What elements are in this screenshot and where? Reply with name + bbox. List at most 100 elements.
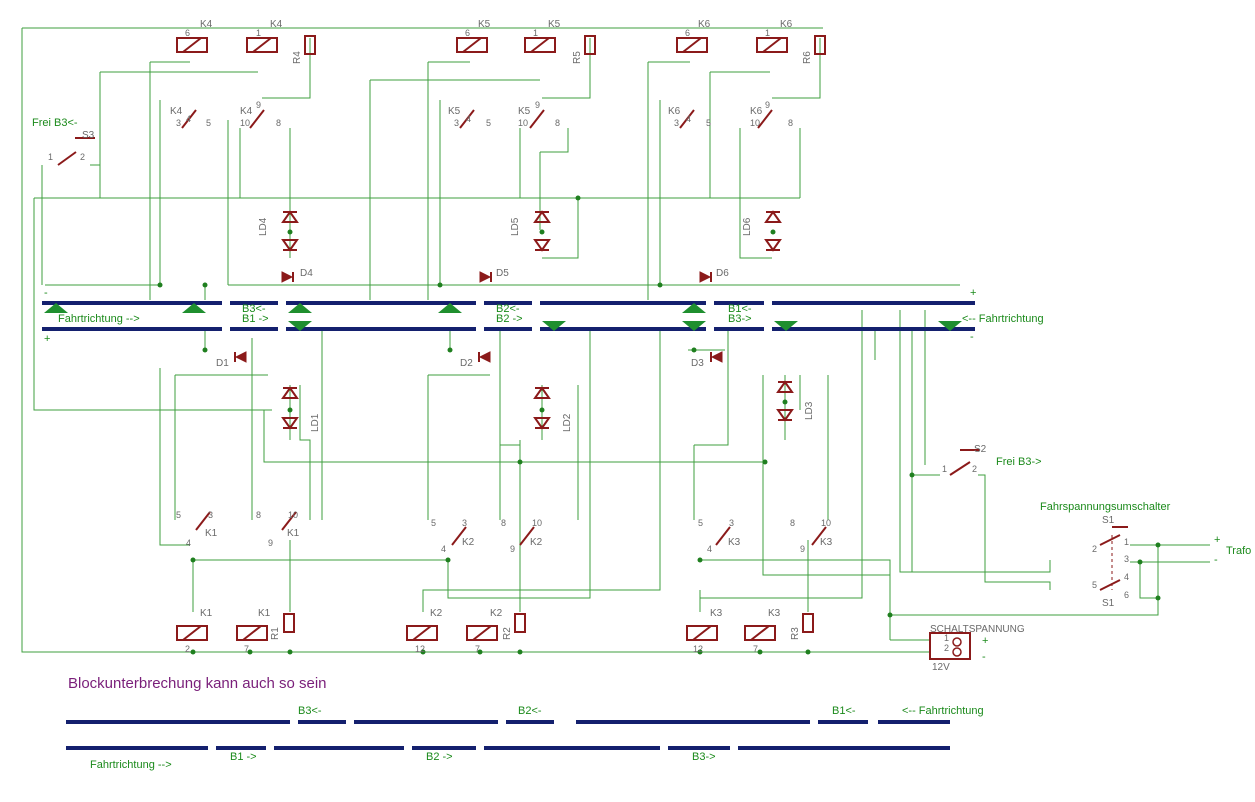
trafo-minus: - [1214,554,1218,566]
svg-text:1: 1 [765,28,770,38]
block-note: Blockunterbrechung kann auch so sein [68,675,327,692]
contact-labels: K4 K4 K5 K5 K6 K6 K1 K1 K2 K2 K3 K3 [170,106,833,548]
label-r3: R3 [790,627,801,640]
label-k5b: K5 [548,19,561,30]
svg-text:3: 3 [462,518,467,528]
alt-fahrtrichtung-right: Fahrtrichtung --> [90,759,172,771]
alt-labels: B3<- B2<- B1<- <-- Fahrtrichtung Fahrtri… [90,705,984,771]
label-k6c: K6 [668,106,681,117]
svg-text:10: 10 [532,518,542,528]
label-s3: S3 [82,130,95,141]
supply-connector [929,632,971,660]
label-r6: R6 [802,51,813,64]
component-labels: R4 R5 R6 R1 R2 R3 LD4 LD5 LD6 LD1 LD2 LD… [82,51,1115,640]
schaltspannung-label: SCHALTSPANNUNG [930,624,1025,635]
label-k3a: K3 [710,608,723,619]
svg-text:4: 4 [1124,572,1129,582]
svg-text:9: 9 [510,544,515,554]
svg-text:8: 8 [276,118,281,128]
svg-text:3: 3 [208,510,213,520]
label-k1c: K1 [205,528,218,539]
led-shapes [281,210,794,430]
svg-text:1: 1 [256,28,261,38]
svg-text:10: 10 [240,118,250,128]
label-d3: D3 [691,358,704,369]
label-s1b: S1 [1102,598,1115,609]
svg-text:10: 10 [288,510,298,520]
label-d1: D1 [216,358,229,369]
label-k1a: K1 [200,608,213,619]
relay-contacts [57,109,1128,591]
alt-b1-left: B1<- [832,705,856,717]
svg-text:5: 5 [206,118,211,128]
frei-b3-right-label: Frei B3-> [996,456,1042,468]
svg-text:3: 3 [454,118,459,128]
fahrspannungsumschalter-label: Fahrspannungsumschalter [1040,501,1171,513]
alt-rails [66,720,950,750]
svg-text:7: 7 [475,644,480,654]
label-ld4: LD4 [258,217,269,236]
label-d2: D2 [460,358,473,369]
label-k2b: K2 [490,608,503,619]
label-k5a: K5 [478,19,491,30]
label-k1d: K1 [287,528,300,539]
svg-text:6: 6 [185,28,190,38]
svg-text:1: 1 [944,633,949,643]
svg-text:9: 9 [535,100,540,110]
label-k3c: K3 [728,537,741,548]
svg-text:5: 5 [698,518,703,528]
svg-text:5: 5 [706,118,711,128]
svg-text:12: 12 [415,644,425,654]
svg-text:10: 10 [750,118,760,128]
svg-text:1: 1 [48,152,53,162]
svg-text:4: 4 [186,114,191,124]
svg-text:3: 3 [674,118,679,128]
relay-coils [176,37,788,641]
trafo-label: Trafo [1226,545,1251,557]
label-ld6: LD6 [742,217,753,236]
diodes-shapes [234,271,723,363]
b2-left-label: B2<- [496,303,520,315]
label-k4b: K4 [270,19,283,30]
rail-plus-right: + [970,287,976,299]
svg-text:4: 4 [707,544,712,554]
svg-text:9: 9 [765,100,770,110]
b3-right-label: B3-> [728,313,752,325]
trafo-plus: + [1214,534,1220,546]
svg-text:7: 7 [244,644,249,654]
alt-b3-left: B3<- [298,705,322,717]
track-rails [42,301,975,331]
label-s1a: S1 [1102,515,1115,526]
resistors-shapes [283,35,826,633]
svg-text:8: 8 [501,518,506,528]
label-k6b: K6 [780,19,793,30]
label-k2d: K2 [530,537,543,548]
label-k4d: K4 [240,106,253,117]
frei-b3-label: Frei B3<- [32,117,78,129]
svg-text:5: 5 [176,510,181,520]
supply-minus: - [982,651,986,663]
label-r2: R2 [502,627,513,640]
svg-text:5: 5 [486,118,491,128]
label-ld2: LD2 [562,413,573,432]
label-k5d: K5 [518,106,531,117]
rail-minus-right: - [970,331,974,343]
svg-text:4: 4 [186,538,191,548]
junction-dots [157,195,1161,655]
svg-text:2: 2 [972,464,977,474]
label-k6d: K6 [750,106,763,117]
svg-text:1: 1 [1124,537,1129,547]
label-r1: R1 [270,627,281,640]
svg-text:4: 4 [686,114,691,124]
label-k5c: K5 [448,106,461,117]
alt-b2-right: B2 -> [426,751,453,763]
alt-fahrtrichtung-left: <-- Fahrtrichtung [902,705,984,717]
fahrtrichtung-right-label: Fahrtrichtung --> [58,313,140,325]
b3-left-label: B3<- [242,303,266,315]
v12-label: 12V [932,662,950,673]
svg-text:6: 6 [1124,590,1129,600]
rail-minus-left: - [44,287,48,299]
svg-text:9: 9 [268,538,273,548]
label-r5: R5 [572,51,583,64]
svg-text:9: 9 [800,544,805,554]
